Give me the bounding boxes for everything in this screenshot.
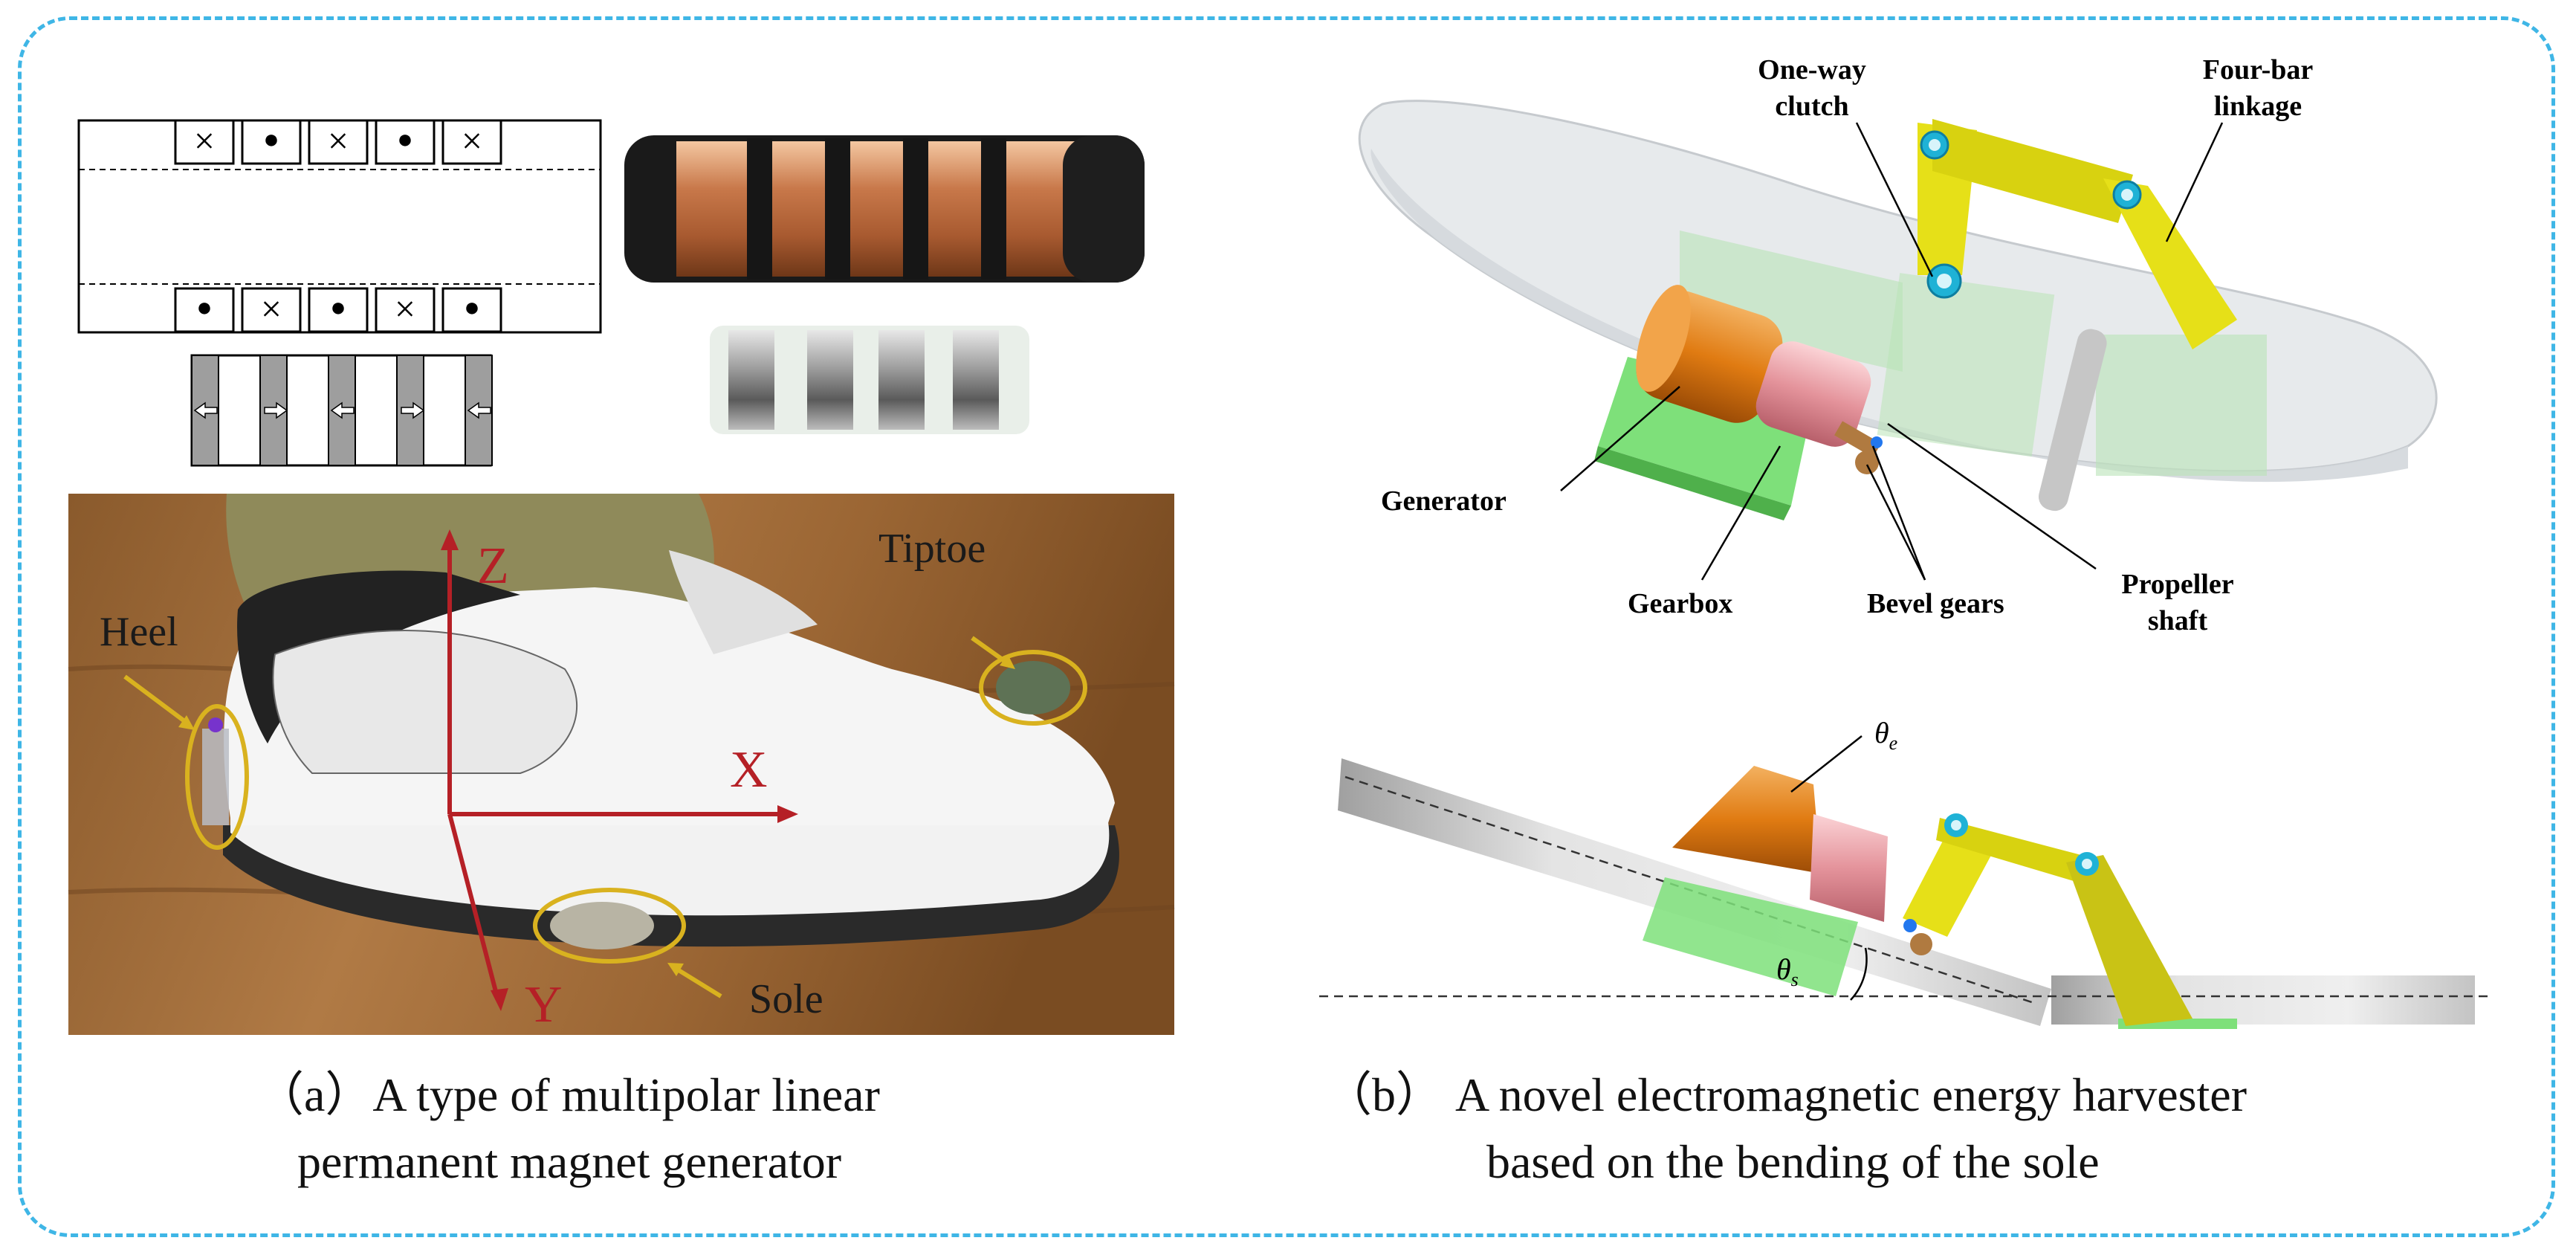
coil-mark-top-4: ● <box>397 124 413 154</box>
bevel-gears-label: Bevel gears <box>1867 588 2004 619</box>
theta-s-symbol: θ <box>1776 952 1791 986</box>
generator-label: Generator <box>1381 485 1507 517</box>
leader-lines-top <box>1560 122 2224 581</box>
four-bar-linkage-line1: Four-bar <box>2202 54 2314 86</box>
theta-e-label: θe <box>1874 715 1897 755</box>
four-bar-linkage-line2: linkage <box>2213 90 2302 122</box>
caption-a-line1: （a）A type of multipolar linear <box>256 1068 880 1121</box>
caption-b-line2: based on the bending of the sole <box>1486 1135 2100 1188</box>
magnet-array <box>190 354 493 467</box>
coordinate-axes <box>441 529 798 1011</box>
coil-mark-bottom-3: ● <box>330 292 346 322</box>
propeller-shaft-line2: shaft <box>2147 604 2208 636</box>
propeller-shaft-line1: Propeller <box>2121 569 2234 600</box>
theta-e-subscript: e <box>1889 732 1898 754</box>
theta-s-label: θs <box>1776 952 1799 991</box>
coil-mark-bottom-2: × <box>260 288 282 329</box>
coil-mark-top-5: × <box>461 120 483 161</box>
coil-mark-bottom-4: × <box>394 288 416 329</box>
caption-b-line1: （b） A novel electromagnetic energy harve… <box>1324 1068 2247 1121</box>
magnet-stack-photo <box>710 326 1029 434</box>
tiptoe-label: Tiptoe <box>878 526 986 572</box>
coil-row-top <box>174 119 502 165</box>
gearbox-label: Gearbox <box>1628 588 1733 619</box>
dashed-frame <box>18 16 2555 1237</box>
axis-x-label: X <box>730 741 768 799</box>
axis-z-label: Z <box>477 538 509 595</box>
theta-s-subscript: s <box>1790 969 1799 990</box>
coil-mark-top-2: ● <box>263 124 279 154</box>
caption-a-line2: permanent magnet generator <box>297 1135 842 1188</box>
axis-y-label: Y <box>525 976 563 1033</box>
generator-assembly-top <box>1594 285 1883 520</box>
side-view <box>1319 735 2494 1029</box>
coil-mark-bottom-5: ● <box>464 292 480 322</box>
heel-label: Heel <box>100 609 178 655</box>
four-bar-linkage-label: Four-bar linkage <box>2176 52 2340 124</box>
sole-label: Sole <box>749 976 823 1022</box>
coil-mark-bottom-1: ● <box>196 292 213 322</box>
shoe-photo <box>68 494 1175 1035</box>
one-way-clutch-line2: clutch <box>1775 90 1849 122</box>
insole-3d <box>1358 100 2438 512</box>
coil-schematic <box>77 119 602 467</box>
coil-mark-top-3: × <box>327 120 349 161</box>
coil-mark-top-1: × <box>193 120 216 161</box>
one-way-clutch-label: One-way clutch <box>1723 52 1901 124</box>
one-way-clutch-line1: One-way <box>1758 54 1866 86</box>
coil-photo <box>624 135 1145 283</box>
coil-row-bottom <box>174 287 502 333</box>
theta-e-symbol: θ <box>1874 716 1889 749</box>
propeller-shaft-label: Propeller shaft <box>2096 567 2259 639</box>
four-bar-linkage-top <box>1918 119 2237 349</box>
